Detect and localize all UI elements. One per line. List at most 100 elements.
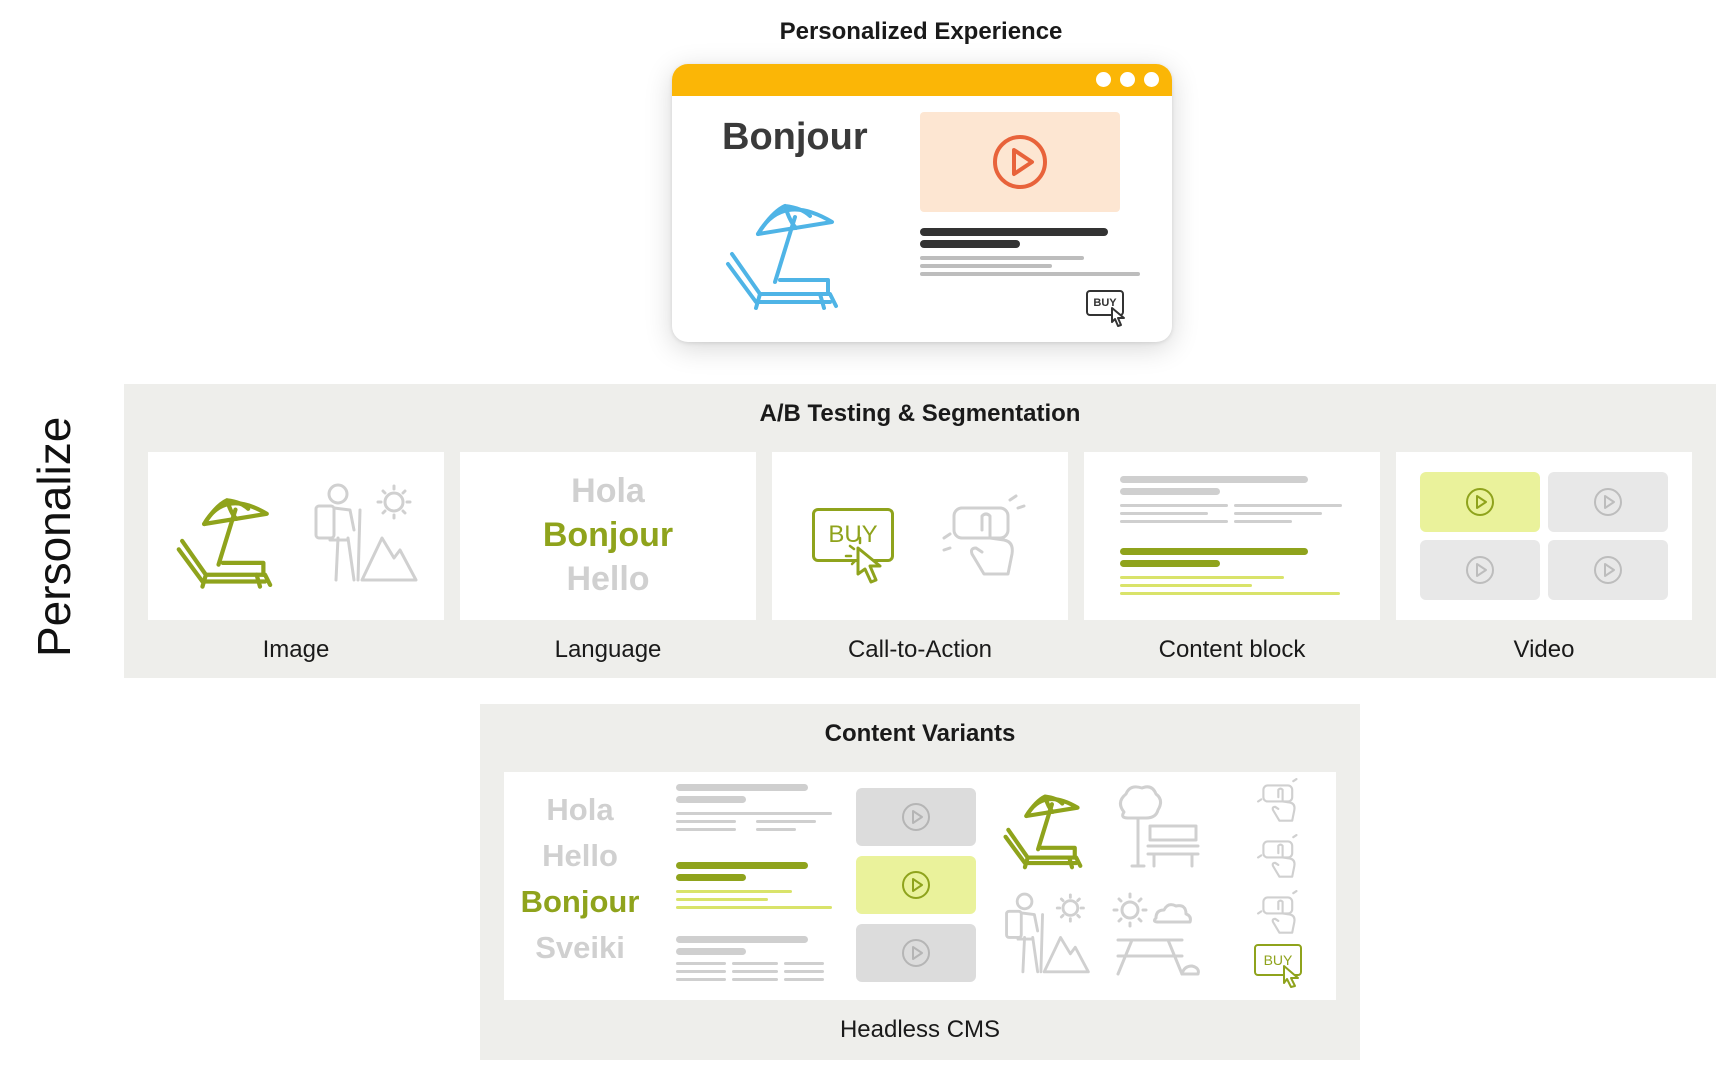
text-line bbox=[920, 240, 1020, 248]
touch-button-icon bbox=[1257, 778, 1298, 822]
text-line-highlight bbox=[1120, 584, 1252, 587]
buy-button[interactable]: BUY bbox=[1084, 288, 1136, 327]
hiker-mountain-icon bbox=[1005, 892, 1090, 974]
text-line-highlight bbox=[676, 862, 808, 869]
ab-testing-title: A/B Testing & Segmentation bbox=[759, 400, 1081, 427]
language-variant-selected: Bonjour bbox=[520, 884, 640, 919]
cta-tile-label: Call-to-Action bbox=[847, 636, 993, 663]
browser-title-bar bbox=[672, 64, 1172, 96]
text-line bbox=[784, 962, 824, 965]
text-line bbox=[920, 228, 1108, 236]
play-icon bbox=[1594, 556, 1622, 584]
language-variant: Sveiki bbox=[535, 930, 625, 965]
content-block-tile-label: Content block bbox=[1158, 636, 1306, 663]
video-thumb[interactable] bbox=[1420, 540, 1540, 600]
play-icon bbox=[993, 135, 1047, 189]
text-line-highlight bbox=[676, 890, 792, 893]
video-variant[interactable] bbox=[856, 924, 976, 982]
text-line bbox=[920, 272, 1140, 276]
window-dot-icon bbox=[1120, 72, 1135, 87]
buy-label: BUY bbox=[812, 508, 894, 562]
language-option: Hola bbox=[571, 472, 645, 510]
language-option: Hello bbox=[566, 560, 650, 598]
greeting-heading: Bonjour bbox=[722, 116, 868, 158]
text-line-highlight bbox=[1120, 576, 1284, 579]
image-tile-label: Image bbox=[262, 636, 330, 663]
text-line bbox=[676, 796, 746, 803]
text-line bbox=[756, 820, 816, 823]
play-icon bbox=[902, 803, 930, 831]
text-line bbox=[1234, 504, 1342, 507]
text-line bbox=[784, 970, 824, 973]
text-line bbox=[676, 970, 726, 973]
play-icon bbox=[1466, 488, 1494, 516]
video-hero[interactable] bbox=[920, 112, 1120, 212]
text-line bbox=[732, 970, 778, 973]
text-line bbox=[1120, 512, 1208, 515]
text-line bbox=[676, 936, 808, 943]
language-option-selected: Bonjour bbox=[542, 516, 674, 554]
video-thumb-selected[interactable] bbox=[1420, 472, 1540, 532]
language-variant: Hola bbox=[546, 792, 614, 827]
text-line bbox=[732, 978, 778, 981]
video-tile-label: Video bbox=[1513, 636, 1575, 663]
beach-chair-umbrella-icon bbox=[726, 204, 838, 310]
beach-chair-umbrella-icon bbox=[176, 498, 273, 589]
buy-button-variant[interactable]: BUY bbox=[1252, 942, 1310, 990]
text-line bbox=[756, 828, 796, 831]
play-icon bbox=[902, 871, 930, 899]
play-icon bbox=[902, 939, 930, 967]
play-icon bbox=[1466, 556, 1494, 584]
video-thumb[interactable] bbox=[1548, 540, 1668, 600]
text-line-highlight bbox=[1120, 548, 1308, 555]
window-dot-icon bbox=[1144, 72, 1159, 87]
text-line bbox=[1234, 512, 1322, 515]
buy-label: BUY bbox=[1254, 944, 1302, 976]
image-tile[interactable] bbox=[148, 452, 444, 620]
touch-button-icon bbox=[1257, 834, 1298, 878]
touch-button-icon bbox=[942, 494, 1026, 576]
video-variant-selected[interactable] bbox=[856, 856, 976, 914]
text-line-highlight bbox=[676, 906, 832, 909]
cursor-icon bbox=[1111, 307, 1125, 327]
text-line bbox=[920, 264, 1052, 268]
cursor-icon bbox=[1283, 965, 1299, 988]
content-block-tile[interactable] bbox=[1084, 452, 1380, 620]
experience-title: Personalized Experience bbox=[779, 18, 1063, 45]
headless-cms-label: Headless CMS bbox=[839, 1016, 1001, 1043]
video-variant[interactable] bbox=[856, 788, 976, 846]
text-line bbox=[732, 962, 778, 965]
picnic-table-sun-icon bbox=[1112, 892, 1200, 976]
buy-label: BUY bbox=[1086, 290, 1124, 316]
beach-chair-umbrella-icon bbox=[1003, 794, 1083, 870]
text-line-highlight bbox=[1120, 592, 1340, 595]
text-line-highlight bbox=[1120, 560, 1220, 567]
content-variants-title: Content Variants bbox=[824, 720, 1016, 747]
text-line bbox=[1234, 520, 1292, 523]
browser-window: Bonjour BUY bbox=[672, 64, 1172, 342]
video-tile[interactable] bbox=[1396, 452, 1692, 620]
text-line bbox=[676, 784, 808, 791]
text-line bbox=[784, 978, 824, 981]
text-line bbox=[920, 256, 1084, 260]
window-dot-icon bbox=[1096, 72, 1111, 87]
video-thumb[interactable] bbox=[1548, 472, 1668, 532]
text-line-highlight bbox=[676, 898, 768, 901]
touch-button-icon bbox=[1257, 890, 1298, 934]
play-icon bbox=[1594, 488, 1622, 516]
personalize-label: Personalize bbox=[28, 416, 80, 657]
cursor-icon bbox=[844, 536, 882, 584]
text-line bbox=[676, 978, 726, 981]
text-line bbox=[676, 820, 736, 823]
text-line bbox=[676, 948, 746, 955]
text-line bbox=[1120, 504, 1228, 507]
hiker-mountain-icon bbox=[314, 483, 418, 582]
cta-tile[interactable]: BUY bbox=[772, 452, 1068, 620]
text-line bbox=[1120, 488, 1220, 495]
language-tile[interactable]: Hola Bonjour Hello bbox=[460, 452, 756, 620]
language-tile-label: Language bbox=[554, 636, 662, 663]
text-line bbox=[676, 812, 832, 815]
park-bench-tree-icon bbox=[1119, 785, 1200, 868]
text-line bbox=[1120, 476, 1308, 483]
text-line bbox=[676, 962, 726, 965]
